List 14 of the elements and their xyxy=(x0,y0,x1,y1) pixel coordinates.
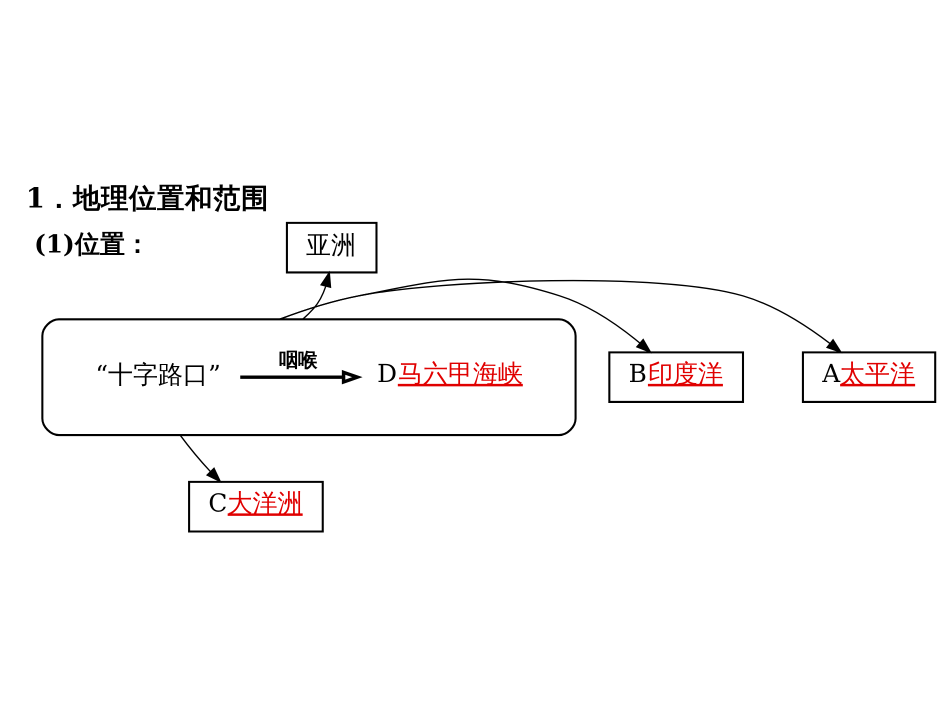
node-box: B印度洋 xyxy=(608,351,744,403)
node-text: D马六甲海峡 xyxy=(377,358,523,388)
node-box: 亚洲 xyxy=(286,222,378,274)
diagram-title: 1．地理位置和范围 xyxy=(26,182,269,215)
arrow xyxy=(279,280,843,354)
arrow xyxy=(240,370,363,384)
arrow xyxy=(180,434,222,484)
cluster xyxy=(41,318,577,436)
node-box: C大洋洲 xyxy=(188,480,324,533)
edge-label: 咽喉 xyxy=(279,348,317,372)
label: (1)位置： xyxy=(34,229,150,258)
arrow xyxy=(302,270,332,320)
node-box: A太平洋 xyxy=(802,351,936,403)
node-text: “十字路口” xyxy=(95,360,221,390)
